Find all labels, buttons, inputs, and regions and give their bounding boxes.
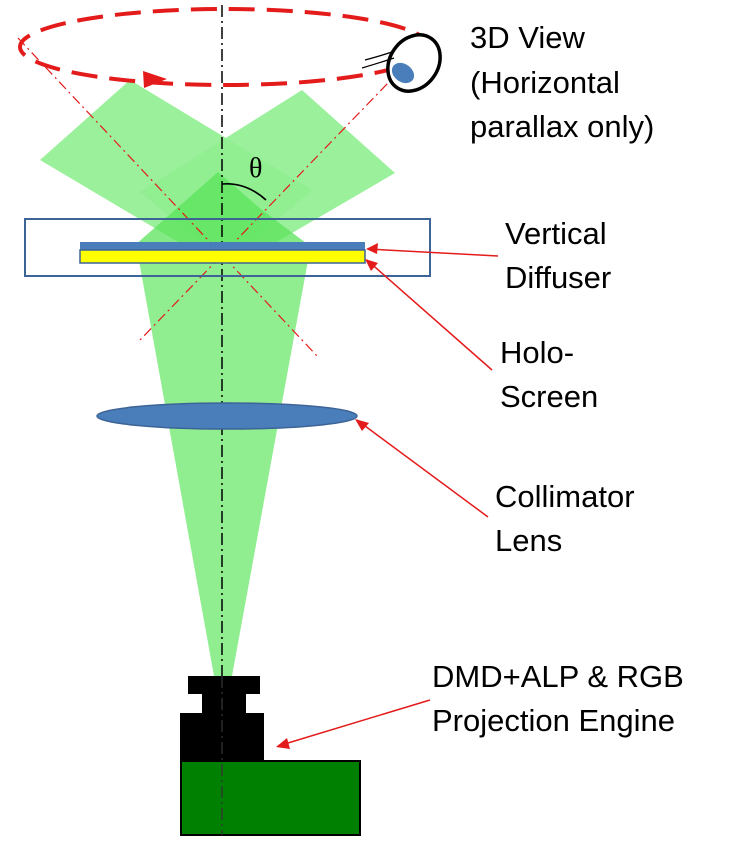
- screen-frame: [24, 218, 431, 277]
- label-projection-engine-line2: Projection Engine: [432, 703, 675, 738]
- engine-lens-barrel: [202, 694, 246, 714]
- label-projection-engine-line1: DMD+ALP & RGB: [432, 659, 684, 694]
- leader-lines: [276, 243, 499, 749]
- leader-collimator-lens: [356, 419, 489, 518]
- angle-arc: [221, 183, 267, 201]
- rotation-arrowhead: [143, 71, 167, 88]
- arrowhead-collimator-lens: [355, 419, 369, 431]
- diagonal-guide-left: [17, 37, 319, 358]
- rotation-arrow-icon: [18, 7, 432, 88]
- diagonal-guides: [17, 37, 416, 358]
- label-holo-screen-line1: Holo-: [500, 335, 575, 370]
- projection-cone: [136, 244, 311, 676]
- engine-lens-cap: [188, 676, 260, 694]
- leader-holo-screen: [366, 259, 493, 371]
- label-vertical-diffuser-line2: Diffuser: [505, 260, 612, 295]
- label-vertical-diffuser-line1: Vertical: [505, 216, 607, 251]
- viewing-circle: [18, 7, 432, 87]
- leader-projection-engine: [277, 699, 431, 747]
- label-collimator-lens-line2: Lens: [495, 523, 563, 558]
- leader-vertical-diffuser: [367, 248, 499, 257]
- angle-theta-label: θ: [249, 153, 263, 184]
- light-beams: [40, 80, 395, 676]
- beam-overlap-region: [135, 172, 310, 262]
- label-3d-view-line3: parallax only): [470, 109, 655, 144]
- label-3d-view-line2: (Horizontal: [470, 65, 620, 100]
- diagonal-guide-right: [139, 54, 416, 341]
- holo-screen-layer: [79, 249, 366, 264]
- label-holo-screen-line2: Screen: [500, 379, 599, 414]
- arrowhead-vertical-diffuser: [366, 243, 378, 254]
- collimator-lens: [96, 402, 358, 430]
- holo-screen-assembly: [24, 218, 431, 277]
- engine-body: [180, 760, 361, 836]
- vertical-diffuser-layer: [80, 242, 365, 250]
- arrowhead-holo-screen: [365, 259, 378, 271]
- label-collimator-lens-line1: Collimator: [495, 479, 635, 514]
- label-3d-view-line1: 3D View: [470, 20, 585, 55]
- projection-engine: [180, 676, 361, 836]
- arrowhead-projection-engine: [276, 738, 290, 749]
- eye-icon: [361, 33, 442, 93]
